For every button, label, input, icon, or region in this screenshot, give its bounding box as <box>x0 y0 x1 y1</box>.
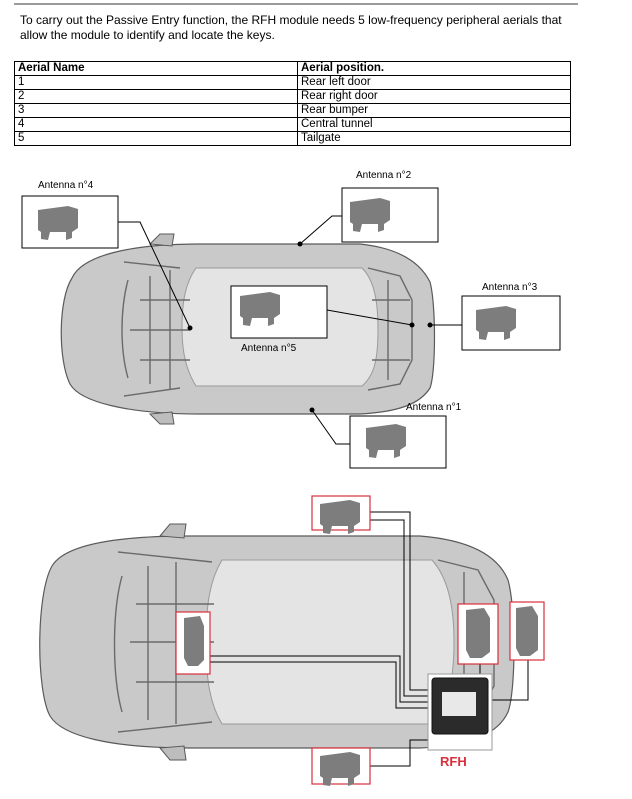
aerial-position-cell: Rear left door <box>297 75 571 90</box>
aerial-table: Aerial Name Aerial position. 1 Rear left… <box>14 61 571 146</box>
aerial-position-cell: Tailgate <box>297 131 571 146</box>
antenna-top-highlight <box>311 495 371 534</box>
intro-paragraph: To carry out the Passive Entry function,… <box>20 13 562 42</box>
antenna-4-leader <box>118 221 191 329</box>
rfh-module-label: RFH <box>440 754 467 769</box>
antenna-2-leader <box>299 215 342 245</box>
mirror-left-1 <box>148 233 175 247</box>
antenna-rear-b-part <box>516 606 538 656</box>
mirror-left-2 <box>159 523 187 539</box>
front-structure-1 <box>121 261 190 397</box>
column-header-aerial-position: Aerial position. <box>297 61 571 76</box>
table-row: 3 Rear bumper <box>14 103 571 118</box>
antenna-2-point <box>297 241 303 247</box>
antenna-5-point <box>409 322 415 328</box>
table-row: 5 Tailgate <box>14 131 571 146</box>
wire-top-antenna <box>370 511 432 691</box>
antenna-4-label: Antenna n°4 <box>38 180 94 191</box>
antenna-4-callout: Antenna n°4 <box>21 180 193 331</box>
antenna-3-callout: Antenna n°3 <box>427 282 561 351</box>
antenna-rear-b-highlight <box>509 601 545 661</box>
antenna-rear-a-part <box>466 608 490 658</box>
wire-tunnel-antenna <box>210 655 432 703</box>
wire-tunnel-antenna-2 <box>210 661 432 709</box>
antenna-5-label: Antenna n°5 <box>241 343 297 354</box>
mirror-right-2 <box>159 745 187 761</box>
antenna-1-leader <box>311 409 350 445</box>
antenna-5-callout: Antenna n°5 <box>230 285 415 354</box>
rear-structure-1 <box>367 267 413 391</box>
antenna-1-point <box>309 407 315 413</box>
antenna-4-point <box>187 325 193 331</box>
wire-rear-antenna-b <box>490 660 529 701</box>
antenna-1-label: Antenna n°1 <box>406 402 462 413</box>
antenna-1-callout: Antenna n°1 <box>309 402 462 469</box>
rfh-module: RFH <box>427 673 493 769</box>
antenna-tunnel-highlight <box>175 611 211 675</box>
antenna-rear-a-highlight <box>457 603 499 665</box>
antenna-tunnel-part <box>184 616 204 666</box>
antenna-3-label: Antenna n°3 <box>482 282 538 293</box>
car-top-view-2 <box>39 523 515 761</box>
antenna-2-callout: Antenna n°2 <box>297 170 439 247</box>
wire-top-antenna-2 <box>370 519 432 697</box>
antenna-3-point <box>427 322 433 328</box>
car-roof-2 <box>205 559 455 725</box>
antenna-5-leader <box>326 309 413 326</box>
top-rule <box>14 3 578 5</box>
rfh-module-sticker <box>442 692 476 716</box>
antenna-bottom-highlight <box>311 747 371 786</box>
mirror-right-1 <box>148 411 175 425</box>
antenna-2-label: Antenna n°2 <box>356 170 412 181</box>
